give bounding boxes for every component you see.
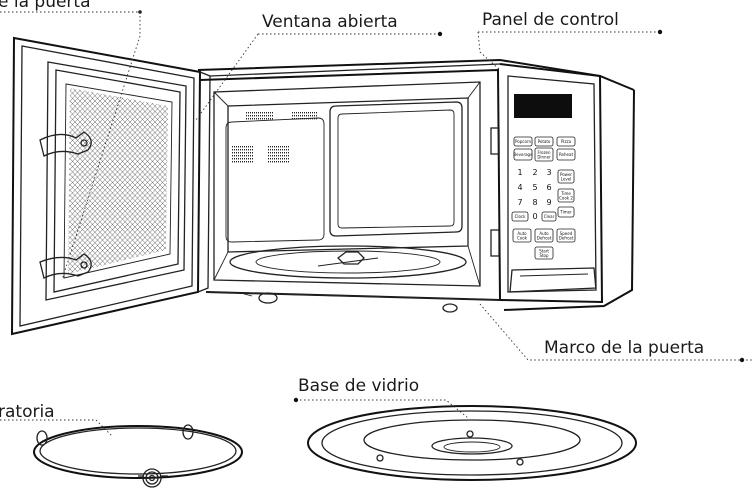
label-rotating-ring: ratoria	[0, 402, 55, 422]
cavity-vents	[232, 112, 317, 163]
microwave-body	[197, 58, 635, 313]
svg-text:Auto: Auto	[517, 231, 527, 236]
svg-text:Power: Power	[560, 172, 572, 177]
key-6[interactable]: 6	[546, 183, 551, 192]
key-9[interactable]: 9	[546, 198, 551, 207]
key-4[interactable]: 4	[517, 183, 522, 192]
microwave-door	[10, 36, 211, 336]
svg-text:Frozen: Frozen	[537, 150, 551, 155]
svg-text:Stop: Stop	[539, 253, 549, 258]
label-door-glass: e la puerta	[0, 0, 91, 12]
inner-turntable	[229, 245, 467, 279]
svg-text:Level: Level	[561, 177, 572, 182]
reheat-button[interactable]: Reheat	[556, 148, 576, 161]
potato-button[interactable]: Potato	[534, 136, 554, 147]
svg-text:Clock: Clock	[515, 214, 527, 219]
label-open-window: Ventana abierta	[262, 12, 398, 32]
clock-button[interactable]: Clock	[511, 211, 529, 222]
key-5[interactable]: 5	[532, 183, 537, 192]
control-display	[514, 94, 572, 118]
key-1[interactable]: 1	[517, 168, 522, 177]
pizza-button[interactable]: Pizza	[556, 136, 576, 147]
svg-text:Reheat: Reheat	[559, 152, 574, 157]
glass-tray	[307, 405, 637, 481]
svg-text:Speed: Speed	[560, 231, 573, 236]
leader-lines	[0, 10, 752, 437]
key-2[interactable]: 2	[532, 168, 537, 177]
svg-text:Cook 2: Cook 2	[559, 196, 573, 201]
beverage-button[interactable]: Beverage	[513, 148, 533, 161]
door-mesh-window	[68, 88, 168, 274]
svg-text:Time: Time	[560, 191, 571, 196]
label-glass-tray: Base de vidrio	[298, 376, 420, 396]
svg-text:Potato: Potato	[538, 139, 551, 144]
svg-text:Timer: Timer	[559, 210, 572, 215]
svg-text:Cook: Cook	[517, 236, 528, 241]
svg-text:Dinner: Dinner	[537, 155, 551, 160]
svg-text:Defrost: Defrost	[559, 236, 574, 241]
rotating-ring	[33, 424, 243, 488]
svg-text:Auto: Auto	[539, 231, 549, 236]
svg-text:Clear: Clear	[544, 214, 555, 219]
svg-text:Popcorn: Popcorn	[515, 139, 531, 144]
label-control-panel: Panel de control	[482, 10, 619, 30]
key-8[interactable]: 8	[532, 198, 537, 207]
popcorn-button[interactable]: Popcorn	[513, 136, 533, 147]
label-door-frame: Marco de la puerta	[544, 338, 705, 358]
door-latch-bottom	[39, 253, 92, 279]
svg-text:Defrost: Defrost	[537, 236, 552, 241]
svg-text:Start: Start	[539, 249, 549, 254]
svg-text:Beverage: Beverage	[513, 152, 533, 157]
door-latch-top	[39, 131, 92, 157]
timer-button[interactable]: Timer	[557, 206, 575, 218]
key-0[interactable]: 0	[532, 212, 537, 221]
key-7[interactable]: 7	[517, 198, 522, 207]
svg-text:Pizza: Pizza	[561, 139, 572, 144]
key-3[interactable]: 3	[546, 168, 551, 177]
clear-button[interactable]: Clear	[541, 211, 557, 222]
control-panel	[499, 63, 604, 304]
